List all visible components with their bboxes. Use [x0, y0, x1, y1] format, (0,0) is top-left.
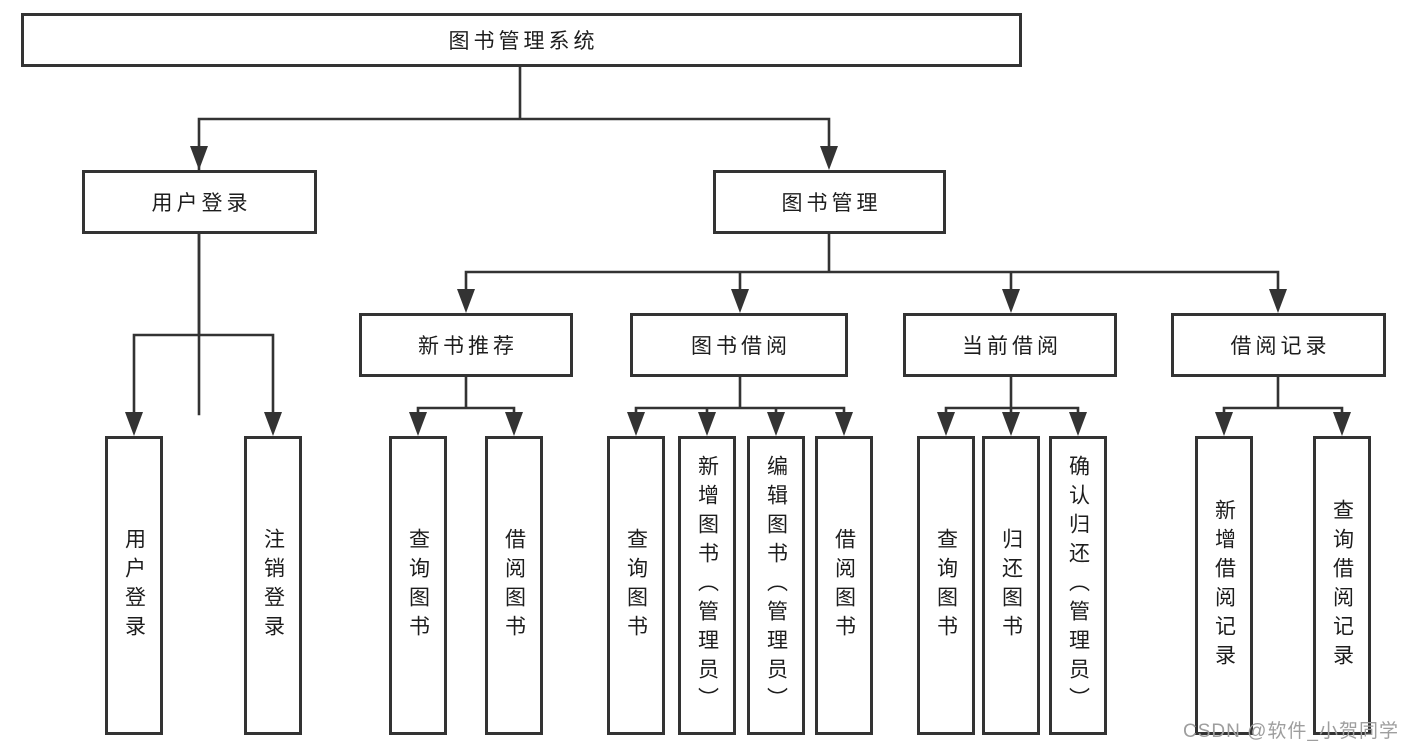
leaf-label: 查询图书	[624, 527, 648, 644]
leaf-label: 编辑图书（管理员）	[764, 455, 788, 716]
leaf-borrow-book: 借阅图书	[815, 436, 873, 735]
connector-bookmgmt-to-sections	[457, 232, 1287, 313]
connector-current-to-leaves	[937, 375, 1087, 436]
leaf-add-borrow-record: 新增借阅记录	[1195, 436, 1253, 735]
leaf-edit-book-admin: 编辑图书（管理员）	[747, 436, 805, 735]
leaf-return-book: 归还图书	[982, 436, 1040, 735]
leaf-query-book-recommend: 查询图书	[389, 436, 447, 735]
leaf-label: 借阅图书	[832, 527, 856, 644]
node-library-system: 图书管理系统	[21, 13, 1022, 67]
leaf-label: 查询图书	[934, 527, 958, 644]
leaf-query-book-borrow: 查询图书	[607, 436, 665, 735]
leaf-confirm-return-admin: 确认归还（管理员）	[1049, 436, 1107, 735]
node-borrow-record: 借阅记录	[1171, 313, 1386, 377]
node-new-book-recommend: 新书推荐	[359, 313, 573, 377]
connector-record-to-leaves	[1215, 375, 1351, 436]
node-book-management: 图书管理	[713, 170, 946, 234]
connector-userlogin-to-leaves	[125, 232, 282, 436]
node-label: 图书管理系统	[448, 30, 599, 53]
node-label: 当前借阅	[962, 335, 1062, 358]
leaf-label: 注销登录	[261, 527, 285, 644]
node-label: 新书推荐	[418, 335, 518, 358]
connector-root-to-level2	[190, 65, 838, 416]
leaf-query-borrow-record: 查询借阅记录	[1313, 436, 1371, 735]
leaf-label: 新增借阅记录	[1212, 498, 1236, 673]
node-label: 图书管理	[781, 192, 882, 215]
node-label: 图书借阅	[691, 335, 791, 358]
connector-newrec-to-leaves	[409, 375, 523, 436]
leaf-logout: 注销登录	[244, 436, 302, 735]
leaf-query-book-current: 查询图书	[917, 436, 975, 735]
leaf-label: 用户登录	[122, 527, 146, 644]
leaf-label: 归还图书	[999, 527, 1023, 644]
node-current-borrow: 当前借阅	[903, 313, 1117, 377]
leaf-label: 查询图书	[406, 527, 430, 644]
leaf-user-login: 用户登录	[105, 436, 163, 735]
node-label: 用户登录	[151, 192, 252, 215]
leaf-label: 确认归还（管理员）	[1066, 455, 1090, 716]
node-book-borrow: 图书借阅	[630, 313, 848, 377]
leaf-label: 新增图书（管理员）	[695, 455, 719, 716]
node-user-login: 用户登录	[82, 170, 317, 234]
leaf-label: 借阅图书	[502, 527, 526, 644]
watermark: CSDN @软件_小贺同学	[1183, 721, 1399, 742]
leaf-borrow-book-recommend: 借阅图书	[485, 436, 543, 735]
connector-borrow-to-leaves	[627, 375, 853, 436]
leaf-label: 查询借阅记录	[1330, 498, 1354, 673]
node-label: 借阅记录	[1230, 335, 1331, 358]
leaf-add-book-admin: 新增图书（管理员）	[678, 436, 736, 735]
